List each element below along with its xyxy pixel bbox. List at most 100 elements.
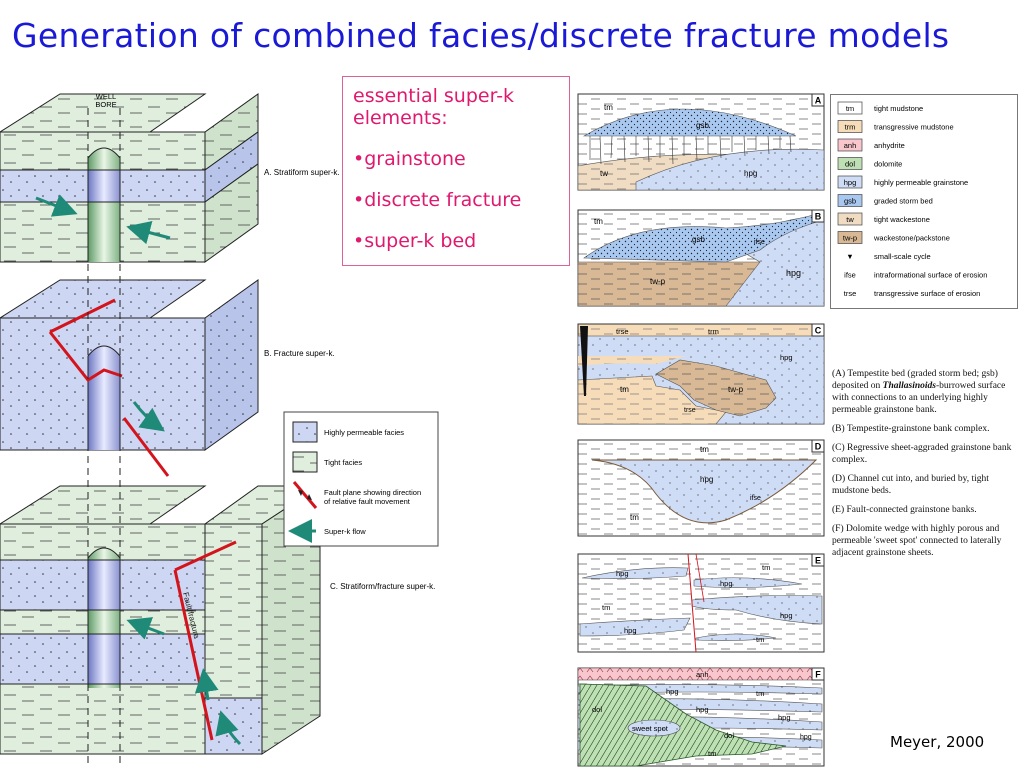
section-captions: (A) Tempestite bed (graded storm bed; gs… — [832, 368, 1018, 566]
legend-desc-tw: tight wackestone — [874, 215, 930, 224]
label-trse: trse — [684, 407, 696, 414]
legend-desc-tm: tight mudstone — [874, 104, 923, 113]
wellbore-label-1: WELL — [96, 92, 116, 101]
legend-code-tw-p: tw-p — [843, 234, 857, 243]
legend-symbol-0: ▼ — [846, 252, 853, 261]
label-anh: anh — [696, 670, 709, 679]
legend-tight: Tight facies — [324, 458, 362, 467]
legend-swatch-tw-p — [837, 231, 863, 244]
section-d: D tm hpg ifse tm — [577, 439, 825, 537]
citation: Meyer, 2000 — [890, 733, 985, 751]
label-tm: tm — [602, 603, 610, 612]
label-tm: tm — [708, 749, 716, 758]
legend-code-anh: anh — [844, 141, 857, 150]
legend-fault-2: of relative fault movement — [324, 497, 411, 506]
legend-swatch-anh — [837, 138, 863, 152]
label-tm: tm — [630, 513, 639, 522]
label-dol: dol — [592, 705, 602, 714]
label-ifse: ifse — [754, 239, 765, 246]
section-f: F anh hpg tm dol hpg hpg sweet spot dol … — [577, 667, 825, 767]
label-tw: tw — [600, 169, 608, 178]
label-tm: tm — [756, 689, 764, 698]
label-hpg: hpg — [666, 687, 679, 696]
section-f-letter: F — [815, 670, 821, 680]
legend-desc-anh: anhydrite — [874, 141, 905, 150]
label-hpg: hpg — [744, 169, 757, 178]
label-hpg: hpg — [696, 705, 709, 714]
legend-permeable: Highly permeable facies — [324, 428, 404, 437]
legend-desc-trm: transgressive mudstone — [874, 123, 954, 132]
section-b-letter: B — [815, 212, 822, 222]
wellbore-label-2: BORE — [95, 100, 116, 109]
legend-desc-tw-p: wackestone/packstone — [873, 234, 950, 243]
panel-b-caption: B. Fracture super-k. — [264, 349, 335, 358]
caption-4: (E) Fault-connected grainstone banks. — [832, 505, 977, 515]
label-hpg: hpg — [786, 268, 801, 278]
panel-a-caption: A. Stratiform super-k. — [264, 168, 340, 177]
key-item-grainstone: •grainstone — [353, 148, 466, 170]
key-item-superk-bed: •super-k bed — [353, 230, 477, 252]
legend-fault-1: Fault plane showing direction — [324, 488, 421, 497]
block-b-fracture — [0, 279, 259, 477]
legend-code-hpg: hpg — [844, 178, 857, 187]
caption-3: (D) Channel cut into, and buried by, tig… — [832, 474, 989, 496]
label-dol: dol — [724, 731, 734, 740]
block-a-stratiform — [0, 93, 259, 263]
key-heading-1: essential super-k — [353, 85, 515, 107]
legend-swatch-tm — [837, 101, 863, 115]
label-tm: tm — [604, 103, 613, 112]
section-c-letter: C — [815, 326, 822, 336]
legend-code-gsb: gsb — [844, 197, 856, 206]
legend-swatch-tw — [837, 212, 863, 226]
label-gsb: gsb — [696, 121, 709, 130]
legend-code-tm: tm — [846, 104, 854, 113]
section-e-letter: E — [815, 556, 821, 566]
legend-desc-gsb: graded storm bed — [874, 197, 933, 206]
label-trm: trm — [708, 327, 719, 336]
label-tm: tm — [762, 563, 770, 572]
label-hpg: hpg — [616, 569, 629, 578]
legend-symbol-desc-2: transgressive surface of erosion — [874, 289, 980, 298]
key-item-fracture: •discrete fracture — [353, 189, 522, 211]
legend-code-dol: dol — [845, 160, 855, 169]
section-d-letter: D — [815, 442, 822, 452]
block-c-stratiform-fracture: Fault/fracture — [0, 485, 322, 755]
legend-swatch-gsb — [837, 194, 863, 207]
section-c: C trse trm hpg tm tw-p trse — [577, 323, 825, 425]
label-ifse: ifse — [750, 495, 761, 502]
slide-title: Generation of combined facies/discrete f… — [12, 16, 950, 55]
label-hpg: hpg — [720, 579, 733, 588]
label-sweet-spot: sweet spot — [632, 724, 669, 733]
label-hpg: hpg — [778, 713, 791, 722]
legend-flow: Super-k flow — [324, 527, 366, 536]
legend-swatch-dol — [837, 157, 863, 170]
legend-symbol-desc-1: intraformational surface of erosion — [874, 271, 987, 280]
legend-symbol-1: ifse — [844, 271, 856, 280]
legend-desc-dol: dolomite — [874, 160, 902, 169]
section-b: B tm gsb ifse tw-p hpg — [577, 209, 825, 307]
caption-2: (C) Regressive sheet-aggraded grainstone… — [832, 443, 1012, 465]
label-tw-p: tw-p — [728, 385, 744, 394]
left-block-diagrams: Fault/fracture WELL BORE A. Stratiform s… — [0, 92, 439, 768]
legend-desc-hpg: highly permeable grainstone — [874, 178, 968, 187]
label-hpg: hpg — [624, 626, 637, 635]
label-tm: tm — [594, 217, 603, 226]
label-tm: tm — [620, 385, 629, 394]
right-cross-sections: A tm gsb tw hpg B tm gsb ifse tw-p hpg C… — [577, 93, 825, 767]
label-trse: trse — [616, 327, 629, 336]
label-tm: tm — [756, 635, 764, 644]
panel-c-caption: C. Stratiform/fracture super-k. — [330, 582, 435, 591]
legend-symbol-desc-0: small-scale cycle — [874, 252, 931, 261]
super-k-elements-box: essential super-k elements: •grainstone … — [342, 76, 570, 266]
section-e: E hpg tm hpg tm hpg hpg tm — [577, 553, 825, 653]
label-hpg: hpg — [700, 475, 713, 484]
caption-1: (B) Tempestite-grainstone bank complex. — [832, 424, 990, 434]
legend-symbol-2: trse — [844, 289, 857, 298]
caption-0: (A) Tempestite bed (graded storm bed; gs… — [832, 369, 1006, 415]
label-hpg: hpg — [800, 734, 812, 741]
section-a-letter: A — [815, 96, 822, 106]
label-hpg: hpg — [780, 353, 793, 362]
legend-swatch-hpg — [837, 175, 863, 189]
left-legend: Highly permeable facies Tight facies Fau… — [283, 411, 439, 547]
